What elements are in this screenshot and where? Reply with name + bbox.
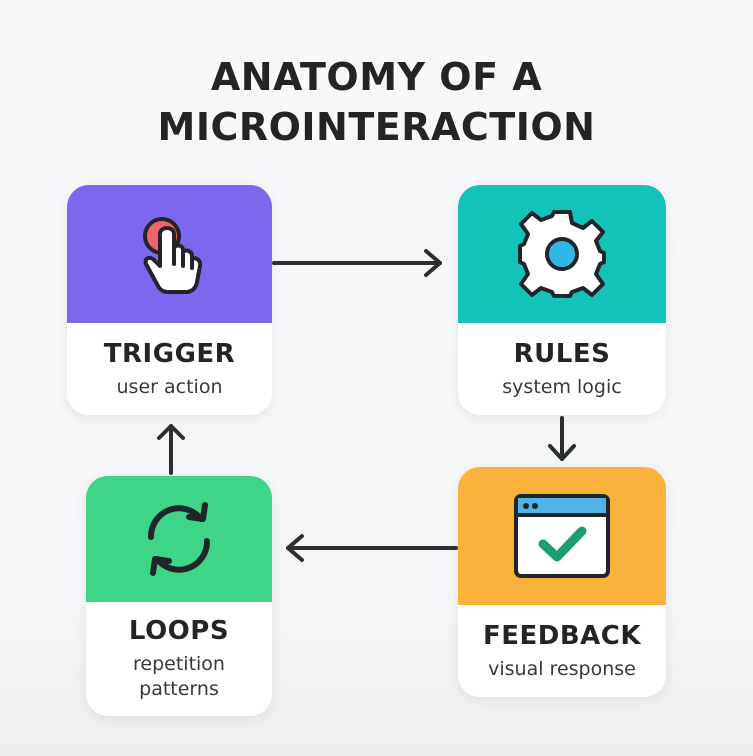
gear-icon (518, 210, 606, 298)
trigger-card: TRIGGER user action (67, 185, 272, 415)
feedback-card-header (458, 467, 666, 605)
loops-card: LOOPS repetition patterns (86, 476, 272, 716)
trigger-card-header (67, 185, 272, 323)
loops-title: LOOPS (128, 616, 230, 646)
rules-card: RULES system logic (458, 185, 666, 415)
refresh-cycle-icon (147, 502, 211, 576)
feedback-title: FEEDBACK (482, 621, 642, 651)
arrow-trigger-to-rules (272, 249, 442, 277)
rules-title: RULES (513, 339, 611, 369)
tap-hand-icon (142, 217, 202, 294)
trigger-description: user action (116, 376, 223, 398)
rules-description: system logic (502, 376, 622, 398)
loops-card-header (86, 476, 272, 602)
arrow-rules-to-feedback (548, 416, 576, 461)
diagram-title: ANATOMY OF A MICROINTERACTION (0, 52, 753, 152)
feedback-description: visual response (488, 658, 636, 680)
title-line-2: MICROINTERACTION (157, 105, 596, 149)
arrow-feedback-to-loops (286, 534, 458, 562)
check-window-icon (514, 494, 610, 578)
feedback-card: FEEDBACK visual response (458, 467, 666, 697)
arrow-loops-to-trigger (157, 424, 185, 475)
rules-card-header (458, 185, 666, 323)
loops-description: repetition patterns (133, 653, 225, 700)
trigger-title: TRIGGER (103, 339, 236, 369)
title-line-1: ANATOMY OF A (210, 55, 543, 99)
